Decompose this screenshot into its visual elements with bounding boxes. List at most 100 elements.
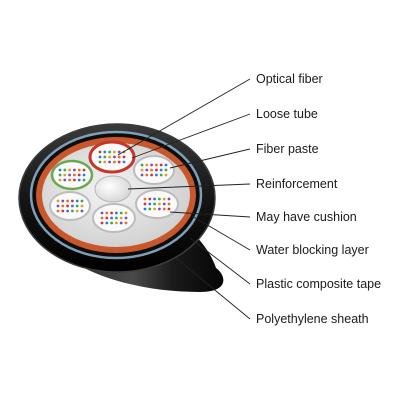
fiber-dot — [162, 202, 166, 206]
fiber-dot — [110, 221, 113, 225]
fiber-dot — [153, 207, 157, 211]
fiber-dot — [113, 160, 116, 164]
fiber-dot — [100, 221, 104, 225]
fiber-dot — [63, 168, 67, 172]
fiber-dot — [75, 209, 79, 213]
leader-line-optical-fiber — [117, 78, 251, 156]
fiber-dot — [119, 216, 123, 220]
fiber-dot — [155, 173, 158, 177]
fiber-dot — [162, 207, 166, 211]
fiber-dot — [145, 173, 149, 177]
fiber-dot — [66, 204, 69, 208]
leader-line-fiber-paste — [169, 148, 251, 169]
fiber-dot — [56, 209, 60, 213]
fiber-dot — [66, 209, 69, 213]
fiber-dot — [115, 211, 118, 215]
fiber-dot — [61, 199, 65, 203]
fiber-dot — [159, 168, 163, 172]
fiber-dot — [103, 150, 107, 154]
fiber-dot — [108, 150, 111, 154]
fiber-dot — [82, 168, 86, 172]
fiber-dot — [164, 163, 168, 167]
fiber-dot — [73, 178, 76, 182]
fiber-dot — [115, 216, 118, 220]
fiber-dot — [80, 199, 84, 203]
fiber-dot — [155, 163, 158, 167]
fiber-dot — [148, 207, 152, 211]
fiber-dot — [148, 202, 152, 206]
fiber-dot — [100, 216, 104, 220]
fiber-dot — [167, 202, 171, 206]
fiber-dot — [145, 163, 149, 167]
fiber-dot — [80, 204, 84, 208]
fiber-dot — [73, 168, 76, 172]
fiber-dot — [153, 197, 157, 201]
optical-fibers — [56, 150, 171, 225]
fiber-dot — [158, 202, 161, 206]
fiber-dot — [110, 211, 113, 215]
loose-tube-right — [135, 189, 179, 219]
leader-line-cushion — [169, 211, 251, 218]
fiber-dot — [124, 221, 128, 225]
fiber-dot — [58, 168, 62, 172]
fiber-dot — [150, 163, 154, 167]
fiber-dot — [68, 168, 71, 172]
fiber-dot — [140, 168, 144, 172]
fiber-dot — [145, 168, 149, 172]
fiber-dot — [143, 202, 147, 206]
fiber-dot — [143, 197, 147, 201]
fiber-dot — [100, 211, 104, 215]
leader-line-water-blocking — [191, 215, 251, 251]
fiber-dot — [98, 150, 102, 154]
central-reinforcement — [94, 175, 132, 203]
fiber-dot — [105, 221, 109, 225]
fiber-dot — [98, 155, 102, 159]
label-plastic-composite-tape: Plastic composite tape — [256, 277, 382, 291]
fiber-dot — [71, 204, 74, 208]
fiber-dot — [56, 199, 60, 203]
fiber-dot — [68, 178, 71, 182]
fiber-dot — [167, 207, 171, 211]
fiber-dot — [115, 221, 118, 225]
fiber-dot — [108, 160, 111, 164]
fiber-dot — [63, 173, 67, 177]
fiber-dot — [61, 204, 65, 208]
fiber-dot — [58, 173, 62, 177]
label-optical-fiber: Optical fiber — [256, 72, 323, 86]
fiber-dot — [103, 155, 107, 159]
fiber-dot — [119, 211, 123, 215]
fiber-dot — [140, 163, 144, 167]
fiber-dot — [71, 209, 74, 213]
fiber-dot — [71, 199, 74, 203]
fiber-dot — [63, 178, 67, 182]
fiber-dot — [56, 204, 60, 208]
fiber-dot — [119, 221, 123, 225]
fiber-dot — [80, 209, 84, 213]
fiber-dot — [75, 204, 79, 208]
leader-line-sheath — [175, 257, 251, 320]
label-fiber-paste: Fiber paste — [256, 142, 319, 156]
fiber-dot — [164, 173, 168, 177]
label-loose-tube: Loose tube — [256, 107, 318, 121]
fiber-dot — [148, 197, 152, 201]
fiber-dot — [162, 197, 166, 201]
fiber-dot — [164, 168, 168, 172]
fiber-dot — [140, 173, 144, 177]
fiber-dot — [117, 160, 121, 164]
fiber-dot — [82, 178, 86, 182]
leader-line-loose-tube — [131, 113, 251, 159]
leader-lines — [117, 78, 251, 320]
leader-line-composite-tape — [189, 237, 251, 285]
fiber-dot — [153, 202, 157, 206]
fiber-dot — [77, 178, 81, 182]
fiber-dot — [66, 199, 69, 203]
label-water-blocking-layer: Water blocking layer — [256, 243, 369, 257]
fiber-dot — [75, 199, 79, 203]
fiber-dot — [110, 216, 113, 220]
fiber-dot — [122, 155, 126, 159]
fiber-dot — [98, 160, 102, 164]
loose-tube-top-right — [133, 155, 175, 185]
fiber-dot — [158, 207, 161, 211]
